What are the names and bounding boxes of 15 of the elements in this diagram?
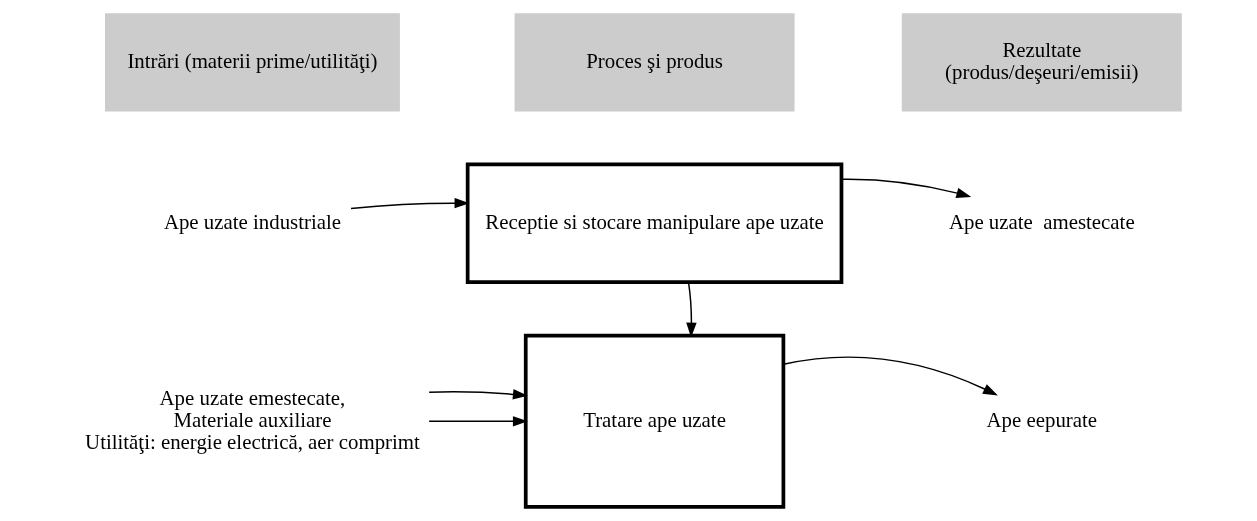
- arrow: [686, 281, 697, 338]
- node-text: Ape eepurate: [986, 407, 1098, 432]
- node-box: Rezultate (produs/deşeuri/emisii): [901, 13, 1182, 112]
- arrow: [782, 356, 998, 396]
- node-text: Ape uzate amestecate: [948, 209, 1135, 234]
- node-box: Tratare ape uzate: [523, 333, 786, 509]
- node-box: Intrări (materii prime/utilităţi): [105, 13, 400, 112]
- node-box: Proces şi produs: [514, 13, 795, 112]
- node-text: Ape uzate emestecate, Materiale auxiliare Utilităţi: energie electrică, aer comprimt: [85, 385, 420, 455]
- arrow: [428, 389, 528, 400]
- arrow: [428, 416, 528, 427]
- arrow: [350, 197, 470, 210]
- node-box: Receptie si stocare manipulare ape uzate: [465, 162, 844, 284]
- node-text: Ape uzate industriale: [163, 209, 341, 234]
- arrow: [841, 178, 972, 199]
